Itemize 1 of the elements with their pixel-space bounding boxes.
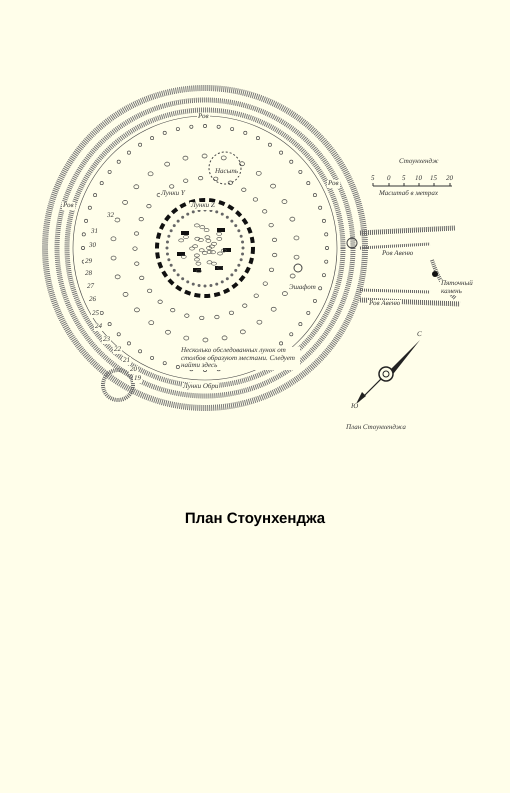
caption: План Стоунхенджа — [184, 510, 326, 527]
